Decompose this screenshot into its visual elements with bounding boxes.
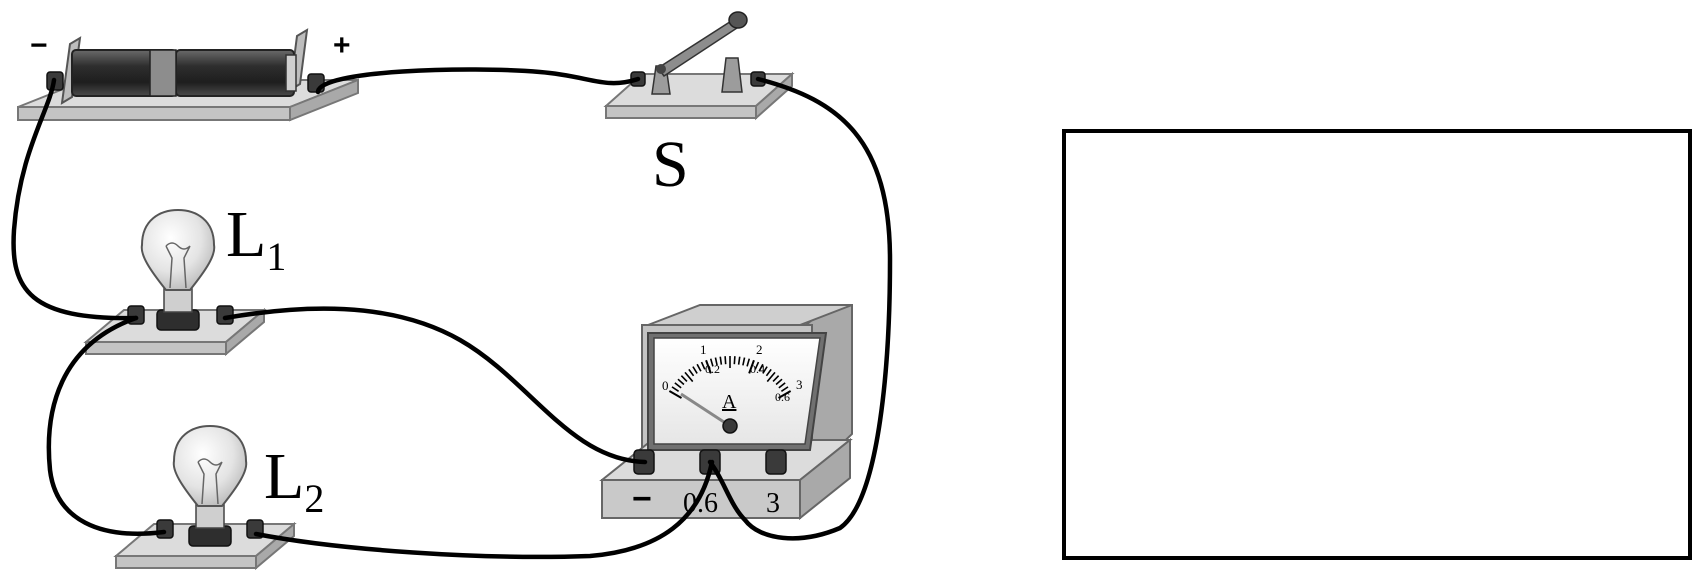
battery-holder: − +: [17, 28, 359, 122]
lamp1-socket: [156, 309, 200, 331]
switch-board-front: [605, 105, 757, 119]
ammeter-tick: [780, 386, 789, 392]
ammeter-tick: [668, 390, 683, 399]
lamp2-board-side: [255, 521, 295, 571]
ammeter-tick: [765, 368, 772, 377]
ammeter-base-side: [799, 437, 851, 521]
battery-minus-label: −: [30, 29, 48, 62]
ammeter-tick: [762, 366, 768, 374]
ammeter-face: [653, 337, 821, 445]
ammeter-scale-top-1: 1: [700, 342, 707, 357]
answer-box[interactable]: [1062, 129, 1692, 560]
ammeter-tick: [696, 363, 702, 372]
battery-cell-2: [175, 49, 295, 97]
ammeter-tick: [709, 358, 714, 367]
wire-lamp2-to-ammeter-0-6: [253, 459, 715, 560]
ammeter-tick: [777, 390, 792, 399]
ammeter-scale-bottom-1: 0.4: [750, 362, 765, 376]
ammeter-tick: [677, 378, 685, 386]
ammeter-scale-bottom-0: 0.2: [705, 362, 720, 376]
ammeter-tick: [692, 366, 698, 374]
ammeter-scale-top-2: 2: [756, 342, 763, 357]
ammeter-scale-top-0: 0: [662, 378, 669, 393]
lamp-l2: L2: [113, 424, 324, 571]
ammeter-tick: [733, 356, 736, 365]
lamp2-socket: [188, 525, 232, 547]
lamp1-filament: [165, 242, 191, 289]
battery-board-side: [289, 78, 359, 122]
knife-switch: S: [603, 11, 795, 201]
ammeter-tick: [766, 371, 776, 383]
lamp-l1: L1: [83, 198, 286, 357]
ammeter-tick: [748, 359, 755, 374]
battery-board-front: [17, 106, 291, 121]
ammeter-tick: [719, 356, 723, 365]
lamp1-board-side: [225, 307, 265, 357]
ammeter-terminal-label-3: 3: [766, 488, 780, 519]
lamp1-board-front: [85, 341, 227, 355]
ammeter-tick: [758, 363, 764, 372]
switch-contact-post: [721, 57, 743, 93]
ammeter: 0 1 2 3 0.2 0.4 0.6 A − 0.6 3: [599, 304, 853, 521]
ammeter-tick: [688, 368, 695, 377]
switch-handle[interactable]: [728, 11, 748, 29]
battery-cell-cap: [285, 54, 297, 92]
ammeter-needle: [680, 392, 731, 428]
battery-cell-ring: [149, 49, 177, 97]
ammeter-needle-pivot: [722, 418, 738, 434]
ammeter-tick: [778, 382, 786, 389]
ammeter-tick: [674, 382, 682, 389]
ammeter-symbol: A: [722, 391, 737, 413]
ammeter-scale-ticks: [668, 356, 792, 399]
lamp2-filament: [197, 458, 223, 505]
wire-lamp1-to-ammeter-neg: [222, 306, 648, 465]
ammeter-tick: [772, 375, 780, 382]
battery-terminal-pos[interactable]: [307, 73, 325, 93]
wire-switch-to-ammeter-3: [707, 76, 893, 541]
lamp1-label: L1: [226, 198, 286, 279]
ammeter-scale-top-3: 3: [796, 377, 803, 392]
wire-battery-pos-to-switch: [315, 67, 641, 95]
ammeter-tick: [742, 357, 746, 366]
lamp2-base: [195, 503, 225, 529]
ammeter-tick: [714, 357, 718, 366]
ammeter-terminal-label-neg: −: [632, 480, 652, 518]
ammeter-tick: [684, 371, 694, 383]
ammeter-tick: [671, 386, 680, 392]
ammeter-tick: [680, 375, 688, 382]
lamp2-terminal-left[interactable]: [156, 519, 174, 539]
battery-plus-label: +: [333, 29, 351, 62]
ammeter-tick: [746, 358, 751, 367]
ammeter-tick: [705, 359, 712, 374]
lamp1-bulb: [140, 208, 216, 291]
ammeter-tick: [775, 378, 783, 386]
lamp2-label-sub: 2: [304, 476, 324, 521]
switch-label: S: [652, 128, 689, 201]
ammeter-tick: [754, 361, 760, 370]
lamp2-label: L2: [264, 440, 324, 521]
ammeter-tick: [700, 361, 706, 370]
ammeter-tick: [737, 356, 741, 365]
lamp2-bulb: [172, 424, 248, 507]
ammeter-tick: [724, 356, 727, 365]
wire-lamp1-to-lamp2: [46, 315, 167, 536]
lamp1-label-sub: 1: [266, 234, 286, 279]
switch-pivot: [656, 64, 666, 74]
lamp1-base: [163, 287, 193, 313]
ammeter-scale-bottom-2: 0.6: [775, 390, 790, 404]
lamp2-board-front: [115, 555, 257, 569]
ammeter-terminal-3[interactable]: [765, 449, 787, 475]
wires: [11, 67, 893, 560]
wire-battery-neg-to-lamp1: [11, 77, 139, 321]
